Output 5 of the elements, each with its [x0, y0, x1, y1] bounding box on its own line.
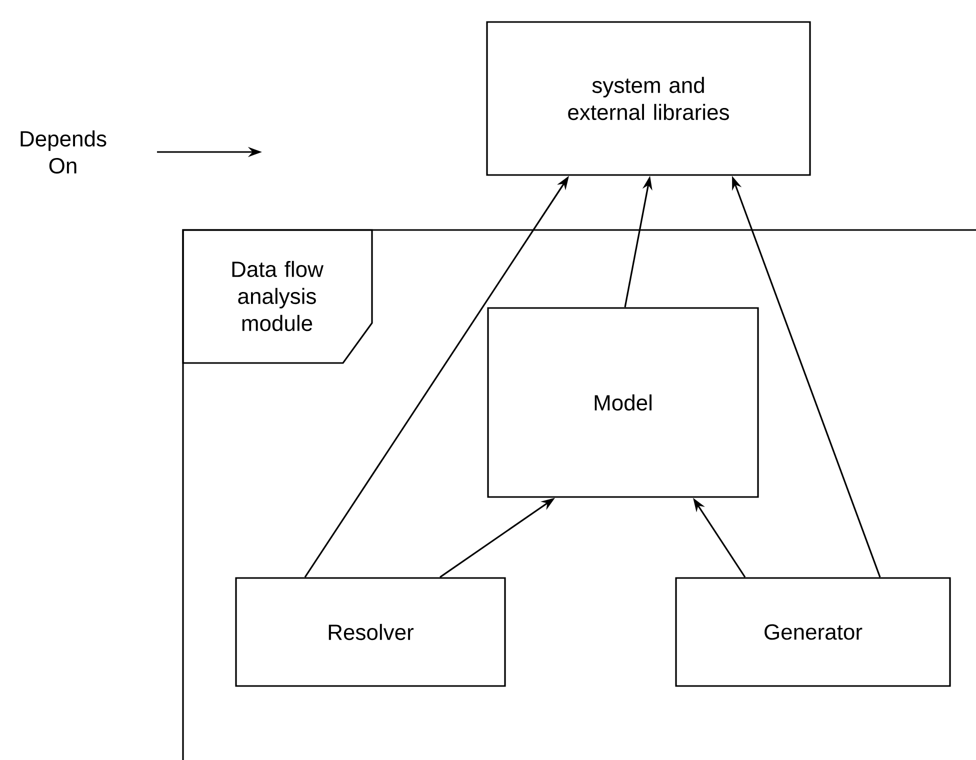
- system-box: system and external libraries: [486, 21, 811, 176]
- component-box: Resolver: [235, 577, 506, 687]
- legend-label: Depends On: [20, 130, 106, 174]
- component-box: Model: [487, 307, 759, 498]
- component-box: Generator: [675, 577, 951, 687]
